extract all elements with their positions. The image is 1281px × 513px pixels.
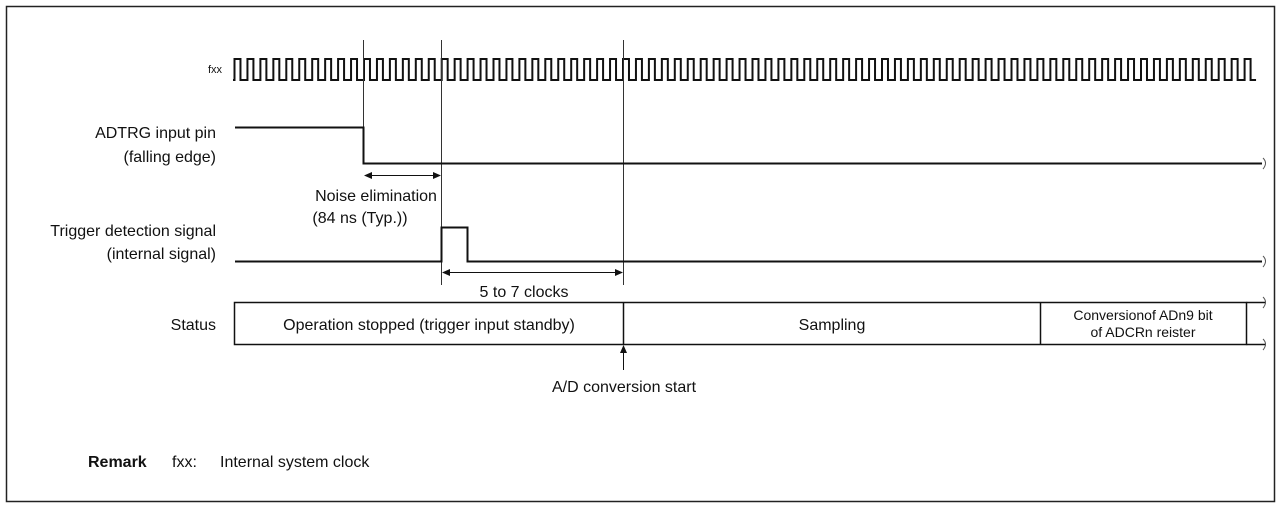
noise-arrow-right-head [433,172,441,179]
noise-arrow-left-head [364,172,372,179]
adtrg-continuation-mark [1262,157,1266,170]
clocks-arrow-right-head [615,269,623,276]
status-segment-stopped: Operation stopped (trigger input standby… [283,317,575,334]
status-segment-conversion-line1: Conversionof ADn9 bit [1073,307,1212,323]
trigger-label-line1: Trigger detection signal [50,223,216,240]
remark-description: Internal system clock [220,454,370,471]
status-bottom-continuation-mark [1262,338,1266,351]
conversion-start-label: A/D conversion start [552,379,697,396]
status-top-continuation-mark [1262,296,1266,309]
diagram-frame [5,5,1276,503]
conversion-start-arrow-head [620,345,627,353]
status-segment-conversion-line2: of ADCRn reister [1090,324,1195,340]
clocks-label: 5 to 7 clocks [480,284,569,301]
status-segment-sampling: Sampling [799,317,866,334]
clock-label: fxx [208,64,223,76]
adtrg-waveform [235,126,1262,165]
adtrg-label-line1: ADTRG input pin [95,125,216,142]
noise-elimination-label: Noise elimination [315,188,437,205]
clocks-arrow-left-head [442,269,450,276]
trigger-waveform [235,226,1262,263]
trigger-label-line2: (internal signal) [107,246,216,263]
status-label: Status [171,317,216,334]
adtrg-label-line2: (falling edge) [124,149,217,166]
remark-keyword: Remark [88,454,147,471]
remark-term: fxx: [172,454,197,471]
trigger-continuation-mark [1262,255,1266,268]
clock-waveform [233,58,1257,81]
status-bar [233,301,1248,346]
noise-elimination-value: (84 ns (Typ.)) [312,210,407,227]
